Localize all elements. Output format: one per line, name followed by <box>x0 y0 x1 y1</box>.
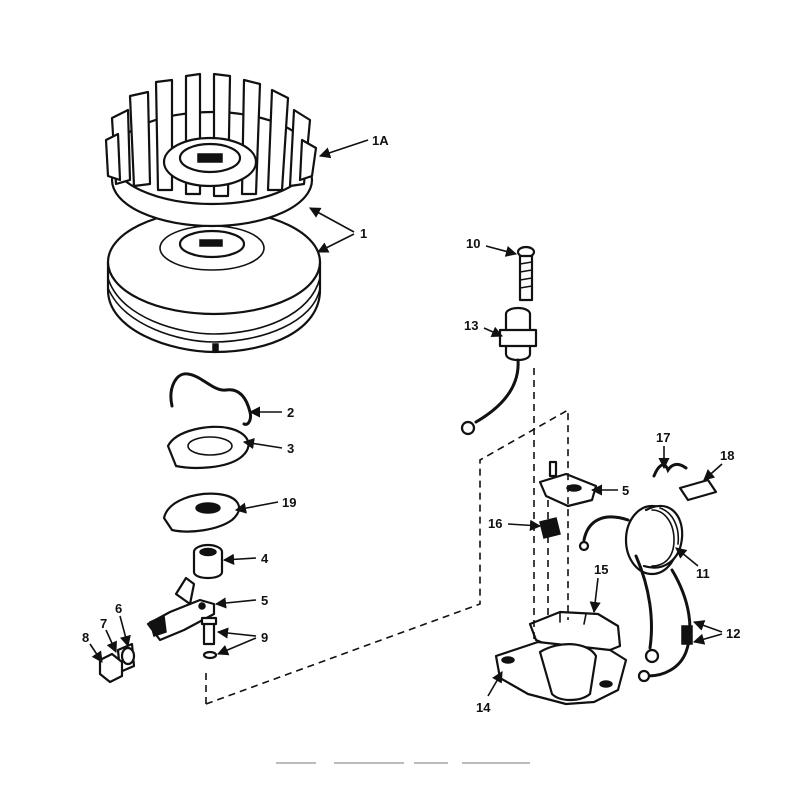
cam-bracket <box>146 576 216 642</box>
label-2: 2 <box>287 405 294 420</box>
label-4: 4 <box>261 551 269 566</box>
felt-washer <box>162 492 241 533</box>
label-1: 1 <box>360 226 367 241</box>
label-14: 14 <box>476 700 491 715</box>
label-6: 6 <box>115 601 122 616</box>
spring-clip <box>169 372 252 426</box>
label-3: 3 <box>287 441 294 456</box>
part-labels: 1A 1 2 3 19 4 5 6 7 8 9 10 13 17 18 5 16… <box>82 133 740 715</box>
label-13: 13 <box>464 318 478 333</box>
label-17: 17 <box>656 430 670 445</box>
label-16: 16 <box>488 516 502 531</box>
label-8: 8 <box>82 630 89 645</box>
faint-footer-marks <box>276 762 530 764</box>
screw-and-lockwasher <box>200 616 218 660</box>
retainer-plate <box>166 425 250 470</box>
leader-lines <box>89 139 723 697</box>
armature-base <box>494 610 628 706</box>
label-18: 18 <box>720 448 734 463</box>
key-clip <box>678 478 718 502</box>
label-15: 15 <box>594 562 608 577</box>
label-19: 19 <box>282 495 296 510</box>
ignition-coil <box>578 504 684 576</box>
condenser <box>460 306 538 436</box>
label-1a: 1A <box>372 133 389 148</box>
fan-blade-assembly <box>104 72 318 228</box>
flywheel <box>106 208 322 354</box>
spring-wire <box>652 462 688 478</box>
ground-wire <box>634 554 693 683</box>
label-7: 7 <box>100 616 107 631</box>
condenser-screw <box>516 245 536 302</box>
washer-and-nut <box>98 642 136 684</box>
bushing <box>192 543 224 580</box>
label-9: 9 <box>261 630 268 645</box>
label-10: 10 <box>466 236 480 251</box>
label-5-left: 5 <box>261 593 268 608</box>
label-11: 11 <box>696 566 710 581</box>
alignment-line-left <box>205 408 569 705</box>
contact-felt <box>539 517 561 539</box>
label-12: 12 <box>726 626 740 641</box>
label-5-right: 5 <box>622 483 629 498</box>
